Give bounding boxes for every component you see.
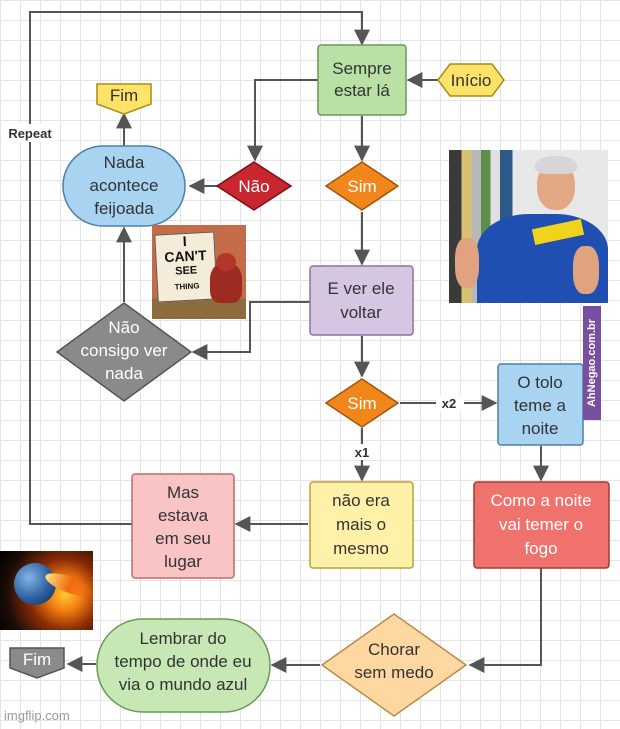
node-ever-line2: voltar bbox=[340, 303, 382, 322]
thumbs-up-man-photo bbox=[449, 150, 608, 303]
node-chorar: Chorar sem medo bbox=[320, 613, 468, 717]
meme-sign-line4: THING bbox=[174, 281, 200, 292]
node-ever-line1: E ver ele bbox=[327, 279, 394, 298]
node-nada-line3: feijoada bbox=[94, 199, 154, 218]
node-lembrar-line1: Lembrar do bbox=[140, 629, 227, 648]
node-sempre-line1: Sempre bbox=[332, 59, 392, 78]
node-naoera-line3: mesmo bbox=[333, 539, 389, 558]
node-tolo-line2: teme a bbox=[514, 396, 567, 415]
node-nao-label: Não bbox=[238, 177, 269, 196]
node-mas-line3: em seu bbox=[155, 529, 211, 548]
node-sempre-line2: estar lá bbox=[334, 81, 390, 100]
node-sim1: Sim bbox=[324, 161, 400, 211]
node-nada: Nada acontece feijoada bbox=[62, 145, 186, 227]
imgflip-watermark: imgflip.com bbox=[4, 708, 70, 723]
node-mas: Mas estava em seu lugar bbox=[131, 473, 235, 579]
x2-label: x2 bbox=[442, 396, 456, 411]
node-start-label: Início bbox=[451, 71, 492, 90]
node-comonoite-line3: fogo bbox=[524, 539, 557, 558]
meme-sign: I CAN'T SEE THING bbox=[154, 231, 218, 303]
ahnegao-watermark-text: AhNegao.com.br bbox=[586, 318, 599, 408]
node-chorar-line2: sem medo bbox=[354, 663, 433, 682]
edge-ever-to-naoconsigo bbox=[191, 301, 310, 360]
node-fim-bottom-label: Fim bbox=[23, 650, 51, 669]
node-ever: E ver ele voltar bbox=[309, 265, 414, 336]
node-sim1-label: Sim bbox=[347, 177, 376, 196]
node-comonoite-line1: Como a noite bbox=[490, 491, 591, 510]
node-tolo-line1: O tolo bbox=[517, 373, 562, 392]
node-naoconsigo-line2: consigo ver bbox=[81, 341, 168, 360]
node-nada-line2: acontece bbox=[90, 176, 159, 195]
node-tolo-line3: noite bbox=[522, 419, 559, 438]
man-thumb-right bbox=[573, 246, 599, 294]
node-sempre: Sempre estar lá bbox=[317, 44, 407, 116]
man-thumb-left bbox=[455, 238, 479, 288]
node-fim-top: Fim bbox=[96, 83, 152, 115]
edge-repeat-loop bbox=[29, 11, 370, 525]
node-lembrar: Lembrar do tempo de onde eu via o mundo … bbox=[96, 618, 271, 713]
node-nao: Não bbox=[215, 161, 293, 211]
node-fim-top-label: Fim bbox=[110, 86, 138, 105]
meme-bear-head bbox=[216, 253, 236, 271]
node-naoconsigo-line3: nada bbox=[105, 364, 143, 383]
node-nada-line1: Nada bbox=[104, 153, 145, 172]
cant-see-meme-image: I CAN'T SEE THING bbox=[152, 225, 246, 319]
node-sim2-label: Sim bbox=[347, 394, 376, 413]
node-mas-line1: Mas bbox=[167, 483, 199, 502]
node-naoconsigo: Não consigo ver nada bbox=[55, 302, 193, 402]
node-comonoite: Como a noite vai temer o fogo bbox=[473, 481, 610, 569]
edge-sempre-to-nao bbox=[247, 79, 318, 162]
node-comonoite-line2: vai temer o bbox=[499, 515, 583, 534]
node-chorar-line1: Chorar bbox=[368, 640, 420, 659]
node-start: Início bbox=[437, 63, 505, 97]
node-lembrar-line2: tempo de onde eu bbox=[114, 652, 251, 671]
node-naoera: não era mais o mesmo bbox=[309, 481, 414, 569]
repeat-label: Repeat bbox=[8, 126, 52, 141]
node-lembrar-line3: via o mundo azul bbox=[119, 675, 248, 694]
node-tolo: O tolo teme a noite bbox=[497, 363, 584, 446]
node-mas-line2: estava bbox=[158, 506, 209, 525]
node-fim-bottom: Fim bbox=[9, 647, 65, 679]
earth-globe bbox=[14, 563, 56, 605]
edge-comonoite-to-chorar bbox=[468, 568, 542, 673]
meme-sign-line2: CAN'T bbox=[163, 246, 207, 266]
node-mas-line4: lugar bbox=[164, 552, 202, 571]
node-sim2: Sim bbox=[324, 378, 400, 428]
ahnegao-watermark: AhNegao.com.br bbox=[583, 306, 601, 420]
x1-label: x1 bbox=[355, 445, 369, 460]
node-naoera-line1: não era bbox=[332, 491, 390, 510]
man-hair bbox=[535, 156, 577, 174]
node-naoera-line2: mais o bbox=[336, 515, 386, 534]
earth-explosion-photo bbox=[0, 551, 93, 630]
node-naoconsigo-line1: Não bbox=[108, 318, 139, 337]
